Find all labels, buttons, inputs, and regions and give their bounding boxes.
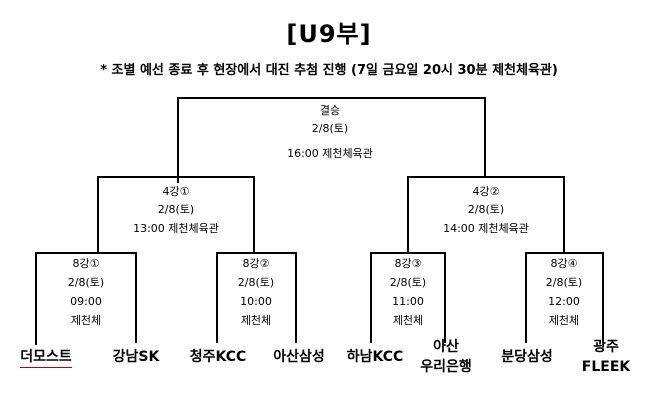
quarter2-date: 2/8(토): [237, 276, 275, 289]
quarter3-venue: 제천체: [392, 314, 424, 327]
quarter4-time: 12:00: [548, 295, 580, 308]
quarter4-label: 8강④ 2/8(토) 12:00 제천체: [534, 257, 594, 328]
quarter1-venue: 제천체: [70, 314, 102, 327]
semi2-label: 4강② 2/8(토) 14:00 제천체육관: [406, 185, 566, 236]
quarter1-date: 2/8(토): [67, 276, 105, 289]
team-8: 광주 FLEEK: [578, 337, 634, 377]
team-3-name: 청주KCC: [189, 349, 247, 365]
quarter1-time: 09:00: [70, 295, 102, 308]
team-5: 하남KCC: [336, 347, 414, 367]
semi2-date: 2/8(토): [467, 203, 505, 216]
quarter4-connector: [525, 252, 604, 343]
quarter1-connector: [35, 252, 137, 345]
semi1-name: 4강①: [162, 185, 190, 198]
final-label: 결승 2/8(토) 16:00 제천체육관: [250, 104, 410, 161]
team-3: 청주KCC: [178, 347, 258, 367]
semi1-connector: [97, 176, 255, 253]
quarter3-label: 8강③ 2/8(토) 11:00 제천체: [378, 257, 438, 328]
semi2-time-venue: 14:00 제천체육관: [443, 222, 529, 235]
quarter4-name: 8강④: [550, 257, 578, 270]
team-4-name: 아산삼성: [273, 349, 325, 365]
quarter2-name: 8강②: [242, 257, 270, 270]
team-5-name: 하남KCC: [346, 349, 404, 365]
quarter2-connector: [216, 252, 297, 343]
final-connector: [177, 97, 486, 183]
team-6: 아산 우리은행: [406, 337, 486, 377]
team-6-name-line1: 아산: [433, 339, 459, 355]
quarter3-time: 11:00: [392, 295, 424, 308]
team-8-name-line1: 광주: [593, 339, 619, 355]
semi1-date: 2/8(토): [157, 203, 195, 216]
page-title: [U9부]: [286, 20, 372, 48]
quarter4-venue: 제천체: [548, 314, 580, 327]
quarter2-venue: 제천체: [240, 314, 272, 327]
semi2-name: 4강②: [472, 185, 500, 198]
team-1-name: 더모스트: [20, 347, 72, 368]
team-1: 더모스트: [10, 347, 82, 368]
final-name: 결승: [319, 104, 341, 117]
team-7: 분당삼성: [488, 347, 566, 367]
quarter3-name: 8강③: [394, 257, 422, 270]
semi2-connector: [407, 176, 565, 253]
team-6-name-line2: 우리은행: [420, 359, 472, 375]
quarter2-label: 8강② 2/8(토) 10:00 제천체: [226, 257, 286, 328]
quarter3-date: 2/8(토): [389, 276, 427, 289]
quarter1-name: 8강①: [72, 257, 100, 270]
semi1-label: 4강① 2/8(토) 13:00 제천체육관: [96, 185, 256, 236]
team-4: 아산삼성: [260, 347, 338, 367]
quarter4-date: 2/8(토): [545, 276, 583, 289]
final-date: 2/8(토): [311, 122, 349, 135]
semi1-time-venue: 13:00 제천체육관: [133, 222, 219, 235]
quarter3-connector: [370, 252, 446, 343]
final-time-venue: 16:00 제천체육관: [287, 147, 373, 160]
team-2: 강남SK: [104, 347, 168, 367]
draw-notice: * 조별 예선 종료 후 현장에서 대진 추첨 진행 (7일 금요일 20시 3…: [100, 63, 558, 78]
team-7-name: 분당삼성: [501, 349, 553, 365]
quarter1-label: 8강① 2/8(토) 09:00 제천체: [56, 257, 116, 328]
team-8-name-line2: FLEEK: [581, 359, 631, 375]
team-2-name: 강남SK: [112, 349, 160, 365]
quarter2-time: 10:00: [240, 295, 272, 308]
